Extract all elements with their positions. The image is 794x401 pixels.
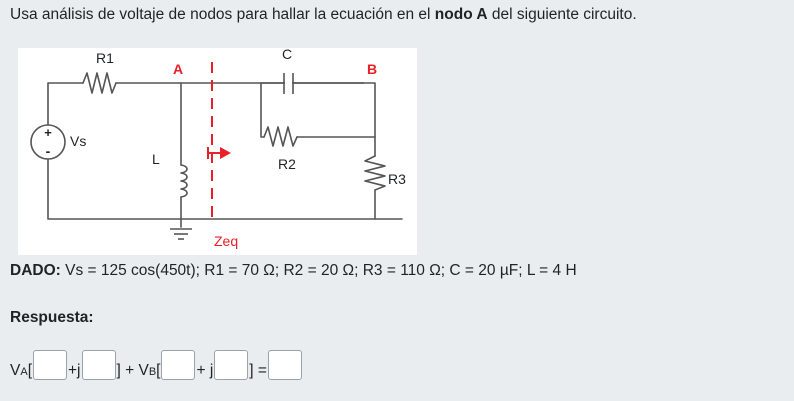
circuit-svg: + - R1 A C B Vs L R2 R3 Zeq [30,48,406,249]
label-node-a: A [173,61,183,77]
equals-sign: ] = [249,362,267,379]
vb-imag-input[interactable] [214,350,249,380]
va-real-input[interactable] [33,350,67,380]
wire-r2-left [260,82,265,138]
plus-j-1: +j [68,362,81,379]
given-text: Vs = 125 cos(450t); R1 = 70 Ω; R2 = 20 Ω… [60,262,577,279]
answer-row: VA[ +j ] + VB[ + j ] = [10,348,303,382]
label-zeq: Zeq [214,233,238,249]
response-label: Respuesta: [10,309,94,326]
question-text: Usa análisis de voltaje de nodos para ha… [10,6,637,23]
wire-source-top [47,82,84,126]
source-minus-sign: - [46,143,51,159]
node-a-emphasis: nodo A [434,6,488,23]
capacitor-c [283,73,294,94]
label-c: C [282,48,292,62]
plus-j-2: + j [196,362,214,379]
label-node-b: B [367,61,377,77]
label-vs: Vs [70,133,86,149]
source-plus-sign: + [44,125,52,140]
zeq-arrow-icon [207,147,231,159]
ground-icon [170,228,192,240]
label-r1: R1 [96,50,114,66]
wire-bottom [47,158,403,220]
voltage-source-icon [30,124,66,160]
wire-r3-top [362,82,376,157]
label-r3: R3 [388,171,406,187]
result-input[interactable] [267,350,302,380]
va-label: VA[ [10,361,32,379]
label-r2: R2 [278,156,296,172]
label-l: L [152,151,160,167]
circuit-diagram: + - R1 A C B Vs L R2 R3 Zeq [18,48,417,255]
va-imag-input[interactable] [81,350,116,380]
given-values: DADO: Vs = 125 cos(450t); R1 = 70 Ω; R2 … [10,262,577,280]
vb-label: ] + VB[ [116,361,161,379]
inductor-l [180,164,188,198]
resistor-r1 [82,72,117,94]
vb-real-input[interactable] [161,350,196,380]
given-label: DADO: [10,262,61,279]
resistor-r2 [263,126,298,147]
resistor-r3 [364,155,386,191]
